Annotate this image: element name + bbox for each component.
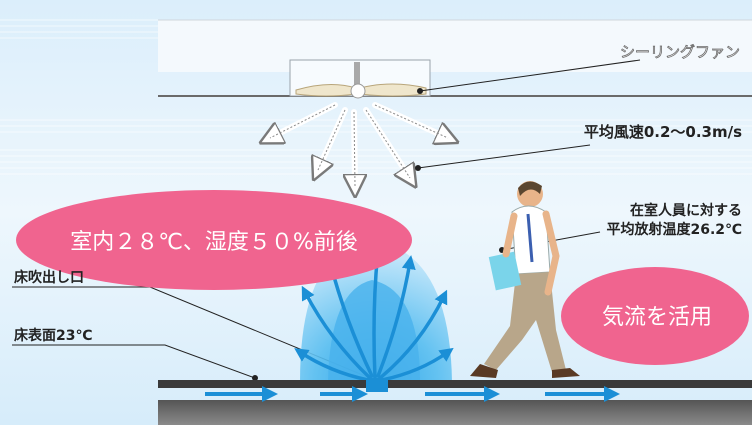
ceiling-fan-icon [295, 62, 427, 99]
avg-wind-speed-label: 平均風速0.2～0.3m/s [584, 123, 742, 141]
radiant-temp-label-line1: 在室人員に対する [630, 202, 742, 219]
walking-person-icon [470, 181, 580, 378]
floor-surface [158, 380, 752, 388]
room-condition-text: 室内２８℃、湿度５０%前後 [70, 230, 358, 255]
ceiling-slab [158, 20, 752, 72]
leader-lines [12, 59, 641, 379]
radiant-temp-label-line2: 平均放射温度26.2℃ [607, 221, 743, 238]
floor-base [158, 400, 752, 425]
floor-outlet [366, 378, 388, 392]
ceiling-fan-label: シーリングファン [620, 43, 740, 61]
airflow-use-text: 気流を活用 [602, 305, 712, 330]
airflow-use-bubble [561, 267, 749, 365]
room-condition-bubble [16, 190, 412, 290]
floor-surface-label: 床表面23℃ [14, 327, 92, 344]
floor-outlet-label: 床吹出し口 [14, 269, 84, 286]
